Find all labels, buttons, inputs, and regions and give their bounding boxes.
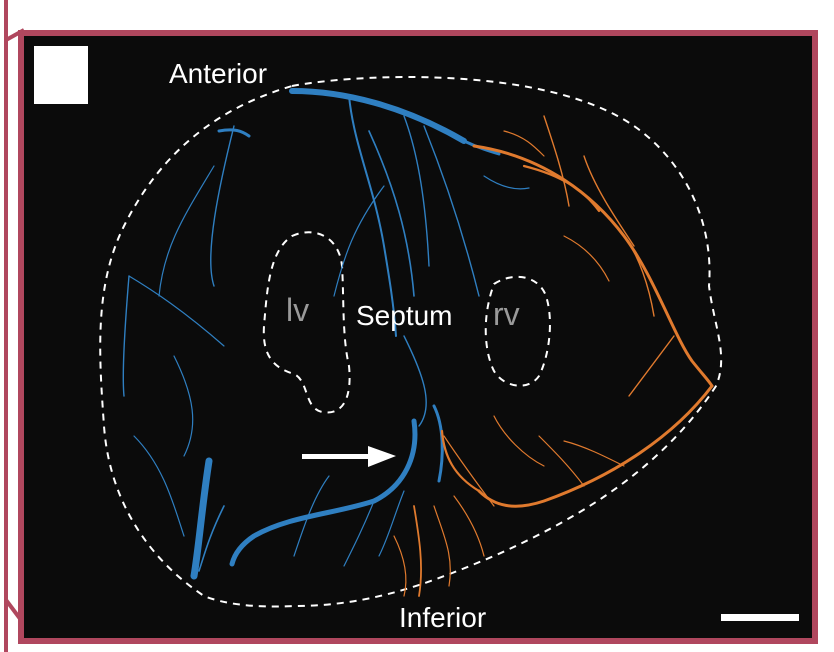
vessel-reconstruction	[99, 76, 723, 608]
panel-label-box	[34, 46, 88, 104]
septum-label: Septum	[356, 300, 453, 331]
lv-label: lv	[286, 292, 310, 328]
orange-vessel-network	[393, 115, 714, 597]
rv-label: rv	[493, 296, 520, 332]
micrograph-panel: Anterior Inferior Septum lv rv	[18, 30, 818, 644]
scale-bar	[721, 614, 799, 621]
blue-vessel-network	[122, 88, 530, 580]
anterior-label: Anterior	[169, 58, 268, 89]
arrow-right-icon	[302, 446, 396, 467]
rv-outline	[484, 275, 551, 387]
inferior-label: Inferior	[399, 602, 487, 633]
heart-outline	[99, 76, 723, 608]
